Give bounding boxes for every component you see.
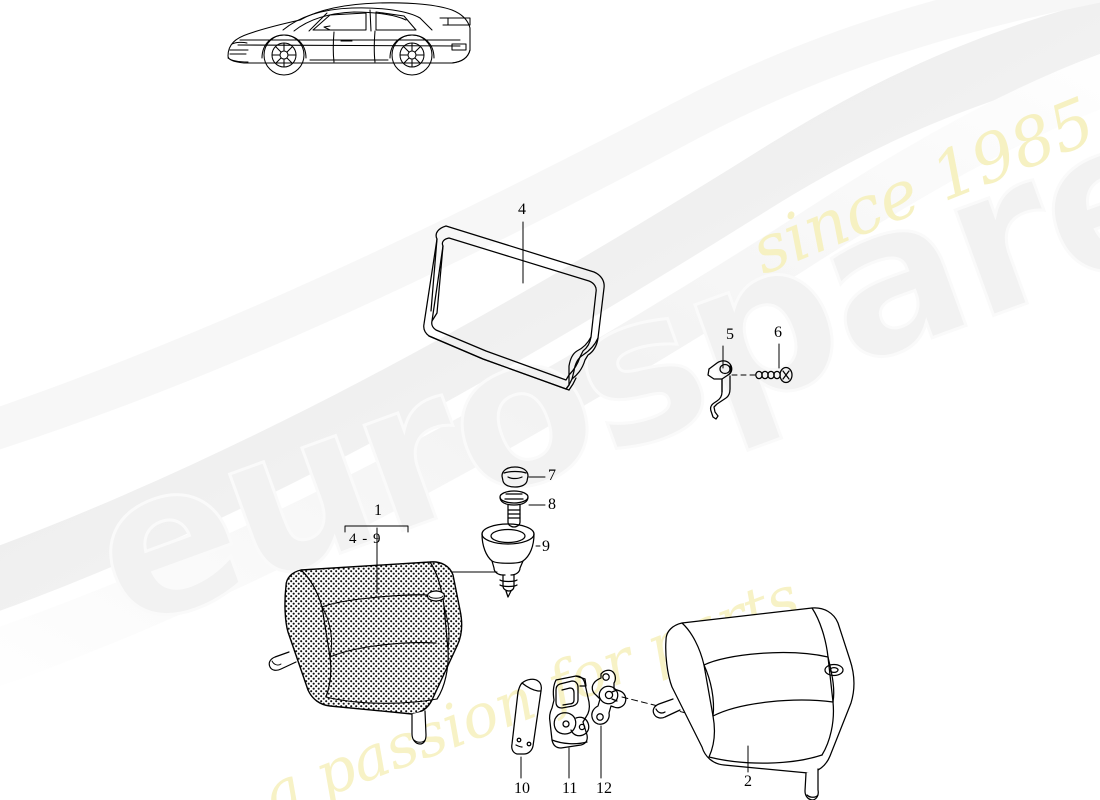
watermark-swoosh — [0, 0, 1100, 687]
callout-number-11: 11 — [562, 780, 578, 797]
callout-number-8: 8 — [548, 496, 556, 513]
callout-number-6: 6 — [774, 324, 782, 341]
vehicle-illustration — [227, 2, 471, 76]
callout-number-4: 4 — [518, 201, 526, 218]
callout-number-2: 2 — [744, 773, 752, 790]
callout-number-10: 10 — [514, 780, 530, 797]
callout-number-1: 1 — [374, 502, 382, 519]
part-5-catch-hook-bracket — [707, 360, 733, 420]
callout-number-9: 9 — [542, 538, 550, 555]
part-1-backrest-cushion-upholstered — [268, 561, 463, 745]
part-2-backrest-complete — [652, 607, 855, 800]
part-6-pan-head-screw — [755, 366, 793, 384]
group-range-label: 4 - 9 — [349, 531, 382, 547]
part-4-backrest-cover-panel — [423, 225, 605, 391]
callout-number-5: 5 — [726, 326, 734, 343]
callout-number-12: 12 — [596, 780, 612, 797]
part-7-cap-cover — [501, 466, 529, 488]
group-bracket-4-9 — [344, 525, 409, 533]
part-11-latch-mechanism — [548, 675, 590, 749]
callout-number-7: 7 — [548, 467, 556, 484]
part-9-bush-socket — [481, 523, 535, 598]
part-12-striker-plate — [591, 669, 627, 725]
part-8-fillister-head-screw — [499, 490, 529, 528]
part-10-side-trim-cover — [511, 678, 542, 755]
